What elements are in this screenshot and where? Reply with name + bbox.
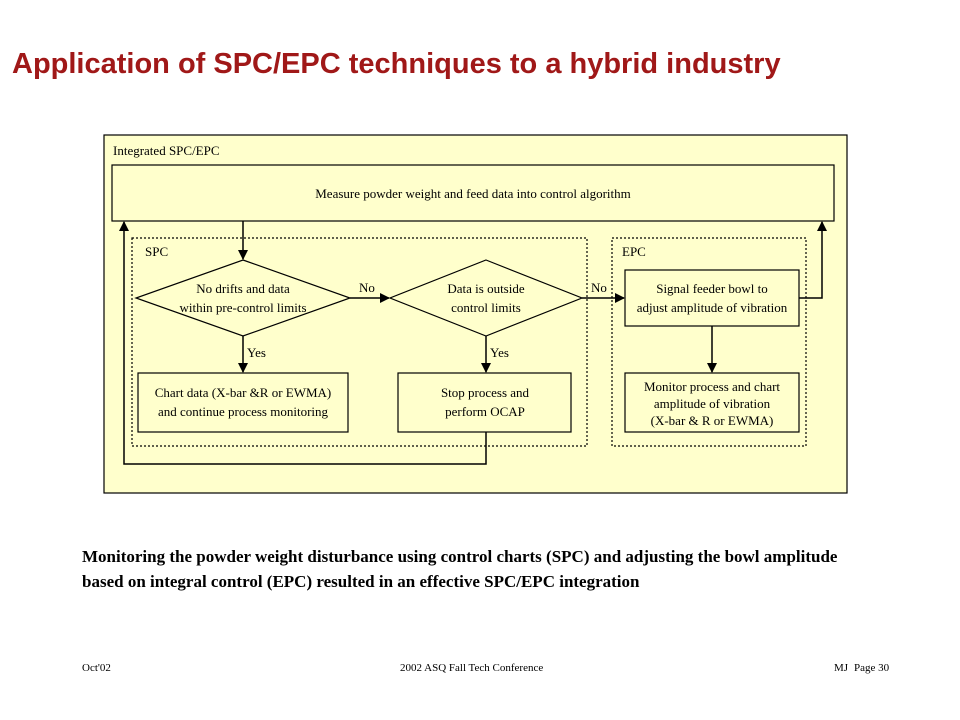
spc-region xyxy=(131,237,588,447)
footer-date: Oct'02 xyxy=(82,662,111,674)
signal-feeder-line1: Signal feeder bowl to xyxy=(656,281,768,296)
label-yes-1: Yes xyxy=(247,345,266,360)
stop-process-line2: perform OCAP xyxy=(445,404,525,419)
monitor-process-box xyxy=(624,372,800,433)
arrow-stop-loopback xyxy=(119,221,487,465)
decision-outside-limits-line2: control limits xyxy=(451,300,521,315)
signal-feeder-line2: adjust amplitude of vibration xyxy=(637,300,788,315)
measure-box xyxy=(111,164,835,222)
epc-label: EPC xyxy=(622,244,646,259)
arrow-signal-feedback xyxy=(799,221,827,299)
slide-title: Application of SPC/EPC techniques to a h… xyxy=(12,48,781,80)
monitor-process-line2: amplitude of vibration xyxy=(654,396,771,411)
chart-data-line1: Chart data (X-bar &R or EWMA) xyxy=(155,385,332,400)
label-no-2: No xyxy=(591,280,607,295)
label-no-1: No xyxy=(359,280,375,295)
stop-process-box xyxy=(397,372,572,433)
decision-no-drifts-line2: within pre-control limits xyxy=(179,300,306,315)
measure-box-label: Measure powder weight and feed data into… xyxy=(315,186,631,201)
slide-caption: Monitoring the powder weight disturbance… xyxy=(82,547,838,591)
label-yes-2: Yes xyxy=(490,345,509,360)
chart-data-line2: and continue process monitoring xyxy=(158,404,329,419)
monitor-process-line3: (X-bar & R or EWMA) xyxy=(651,413,774,428)
footer-page: Page 30 xyxy=(854,662,890,674)
stop-process-line1: Stop process and xyxy=(441,385,530,400)
footer-conference: 2002 ASQ Fall Tech Conference xyxy=(400,662,544,674)
chart-data-box xyxy=(137,372,349,433)
signal-feeder-box xyxy=(624,269,800,327)
monitor-process-line1: Monitor process and chart xyxy=(644,379,780,394)
spc-label: SPC xyxy=(145,244,168,259)
decision-outside-limits-line1: Data is outside xyxy=(447,281,524,296)
decision-no-drifts-line1: No drifts and data xyxy=(196,281,290,296)
epc-region xyxy=(611,237,807,447)
footer-author: MJ xyxy=(834,662,849,674)
panel-label: Integrated SPC/EPC xyxy=(113,143,220,158)
